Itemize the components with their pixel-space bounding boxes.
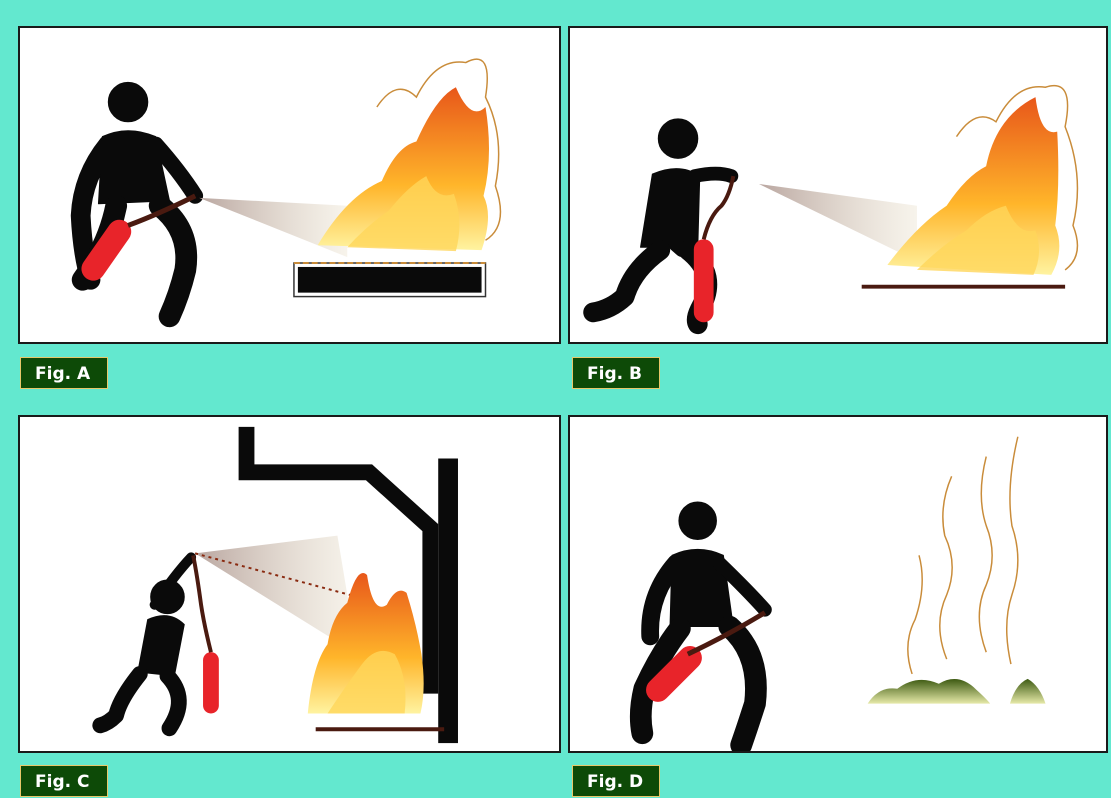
figure-b-illustration: [570, 28, 1106, 342]
fire-flames: [318, 59, 501, 251]
figure-a-panel: [18, 26, 561, 344]
person-silhouette: [100, 557, 191, 728]
figure-d-panel: [568, 415, 1108, 753]
figure-a-illustration: [20, 28, 559, 342]
burning-tray: [294, 263, 486, 297]
fire-flames: [887, 86, 1077, 275]
figure-d-caption: Fig. D: [572, 765, 660, 797]
figure-d-illustration: [570, 417, 1106, 751]
extinguisher-spray: [759, 184, 917, 261]
figure-c-panel: [18, 415, 561, 753]
extinguisher-spray: [199, 198, 347, 257]
person-silhouette: [81, 82, 196, 316]
fire-extinguisher: [193, 555, 219, 713]
figure-b-caption: Fig. B: [572, 357, 660, 389]
figure-b-panel: [568, 26, 1108, 344]
figure-c-caption: Fig. C: [20, 765, 108, 797]
smoke-wisps: [908, 437, 1018, 674]
fire-extinguisher: [694, 176, 733, 322]
figure-c-illustration: [20, 417, 559, 751]
smoldering-ash: [868, 679, 1046, 704]
figure-a-caption: Fig. A: [20, 357, 108, 389]
